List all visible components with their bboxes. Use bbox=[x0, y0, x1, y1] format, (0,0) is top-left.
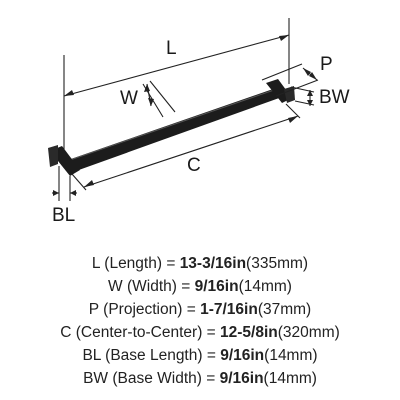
specification-list: L (Length) = 13-3/16in(335mm) W (Width) … bbox=[0, 252, 400, 390]
spec-value: 9/16in bbox=[194, 278, 239, 295]
spec-desc: (Center-to-Center) = bbox=[75, 324, 216, 341]
width-label: W bbox=[120, 88, 138, 109]
spec-row: W (Width) = 9/16in(14mm) bbox=[0, 275, 400, 298]
base-width-dimension: BW bbox=[290, 86, 350, 108]
spec-value: 9/16in bbox=[219, 370, 264, 387]
spec-desc: (Base Length) = bbox=[105, 347, 216, 364]
spec-desc: (Width) = bbox=[126, 278, 191, 295]
spec-row: L (Length) = 13-3/16in(335mm) bbox=[0, 252, 400, 275]
center-label: C bbox=[187, 155, 201, 176]
spec-desc: (Base Width) = bbox=[112, 370, 216, 387]
spec-code: C bbox=[60, 324, 72, 341]
spec-metric: (14mm) bbox=[238, 278, 292, 295]
spec-row: BL (Base Length) = 9/16in(14mm) bbox=[0, 344, 400, 367]
spec-code: P bbox=[88, 301, 99, 318]
spec-row: P (Projection) = 1-7/16in(37mm) bbox=[0, 298, 400, 321]
spec-metric: (335mm) bbox=[246, 255, 309, 272]
spec-value: 1-7/16in bbox=[200, 301, 258, 318]
dimension-drawing: L W P BW C bbox=[48, 18, 350, 226]
width-dimension: W bbox=[120, 80, 176, 118]
bar-pull-product bbox=[48, 79, 295, 176]
base-length-label: BL bbox=[52, 205, 75, 226]
base-length-dimension: BL bbox=[52, 166, 77, 226]
spec-desc: (Projection) = bbox=[103, 301, 196, 318]
length-label: L bbox=[166, 38, 177, 59]
spec-metric: (37mm) bbox=[257, 301, 312, 318]
spec-code: BW bbox=[83, 370, 109, 387]
projection-dimension: P bbox=[261, 54, 333, 97]
projection-label: P bbox=[320, 54, 333, 75]
spec-metric: (14mm) bbox=[264, 347, 318, 364]
spec-code: BL bbox=[82, 347, 101, 364]
spec-value: 12-5/8in bbox=[220, 324, 278, 341]
spec-metric: (320mm) bbox=[277, 324, 340, 341]
length-dimension: L bbox=[63, 18, 290, 150]
base-width-label: BW bbox=[319, 87, 350, 108]
pull-bar-highlight bbox=[69, 88, 278, 161]
spec-desc: (Length) = bbox=[104, 255, 176, 272]
spec-row: BW (Base Width) = 9/16in(14mm) bbox=[0, 367, 400, 390]
spec-value: 9/16in bbox=[220, 347, 265, 364]
spec-code: W bbox=[108, 278, 123, 295]
center-dimension: C bbox=[71, 103, 301, 191]
right-post bbox=[266, 79, 292, 103]
left-base bbox=[48, 145, 58, 167]
spec-metric: (14mm) bbox=[263, 370, 317, 387]
pull-bar bbox=[68, 88, 282, 171]
spec-code: L bbox=[91, 255, 100, 272]
spec-row: C (Center-to-Center) = 12-5/8in(320mm) bbox=[0, 321, 400, 344]
spec-value: 13-3/16in bbox=[179, 255, 247, 272]
